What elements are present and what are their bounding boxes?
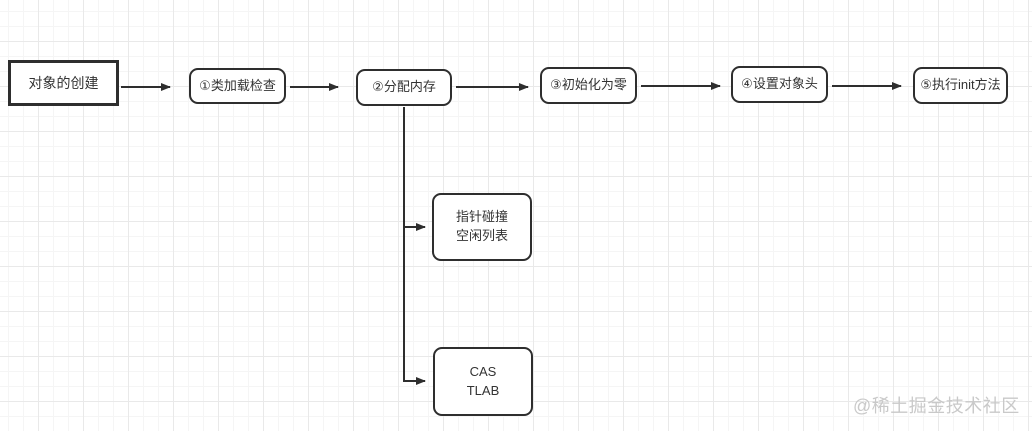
node-init-zero: ③初始化为零 <box>540 67 637 104</box>
node-init-zero-label: ③初始化为零 <box>550 77 627 93</box>
node-cas-tlab: CAS TLAB <box>433 347 533 416</box>
node-exec-init-method-label: ⑤执行init方法 <box>920 77 1001 93</box>
node-pointer-collision-line1: 指针碰撞 <box>455 209 508 225</box>
node-exec-init-method: ⑤执行init方法 <box>913 67 1008 104</box>
node-set-object-header: ④设置对象头 <box>731 66 828 103</box>
node-object-creation-label: 对象的创建 <box>28 74 99 91</box>
node-cas-tlab-line2: TLAB <box>466 382 500 398</box>
node-pointer-collision-line2: 空闲列表 <box>455 228 508 243</box>
node-set-object-header-label: ④设置对象头 <box>741 76 818 92</box>
node-class-load-check-label: ①类加载检查 <box>199 77 276 93</box>
node-pointer-collision-free-list: 指针碰撞 空闲列表 <box>432 193 532 261</box>
node-allocate-memory: ②分配内存 <box>356 69 452 106</box>
node-cas-tlab-line1: CAS <box>469 363 497 379</box>
node-class-load-check: ①类加载检查 <box>189 68 286 104</box>
node-allocate-memory-label: ②分配内存 <box>372 79 436 95</box>
connector-allocate-memory-to-cas-tlab <box>403 107 426 385</box>
node-object-creation: 对象的创建 <box>8 60 119 106</box>
juejin-watermark: @稀土掘金技术社区 <box>853 396 1020 416</box>
